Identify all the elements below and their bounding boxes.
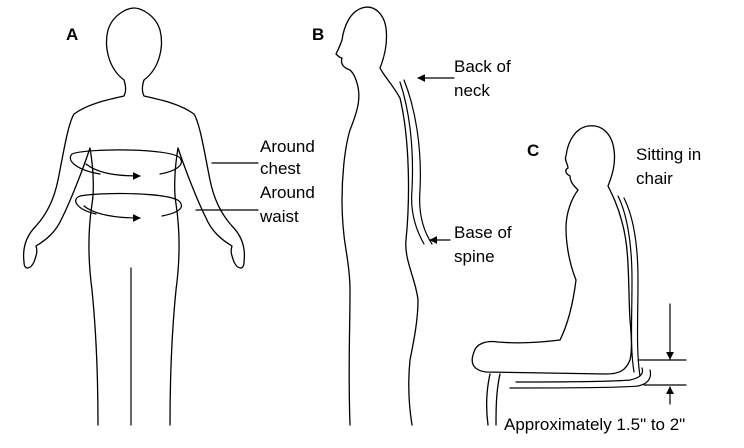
chest-loop-arrow [86, 164, 140, 176]
panel-c: C Sitting in chair Approximately 1.5" to… [472, 126, 701, 434]
panel-b-letter: B [312, 25, 324, 44]
seated-figure-lower-leg [487, 374, 500, 425]
seated-figure-outline [472, 126, 631, 374]
panel-a: A Around chest Around waist [24, 8, 315, 425]
label-around-waist-2: waist [259, 207, 299, 226]
label-base-of-spine-2: spine [454, 247, 495, 266]
chair-back-inner [618, 196, 634, 372]
front-figure-outline [24, 8, 245, 425]
label-back-of-neck-1: Back of [454, 57, 511, 76]
label-back-of-neck-2: neck [454, 81, 490, 100]
label-base-of-spine-1: Base of [454, 223, 512, 242]
label-around-chest-1: Around [260, 137, 315, 156]
panel-a-letter: A [66, 25, 78, 44]
chest-loop-back [70, 150, 181, 174]
side-figure-outline [336, 7, 418, 425]
panel-b: B Back of neck Base of spine [312, 7, 512, 425]
label-sitting-in-chair-1: Sitting in [636, 145, 701, 164]
waist-loop-arrow [84, 206, 140, 218]
label-gap-approximately: Approximately 1.5" to 2" [504, 415, 685, 434]
panel-c-letter: C [527, 141, 539, 160]
label-sitting-in-chair-2: chair [636, 169, 673, 188]
label-around-chest-2: chest [260, 159, 301, 178]
label-around-waist-1: Around [260, 183, 315, 202]
